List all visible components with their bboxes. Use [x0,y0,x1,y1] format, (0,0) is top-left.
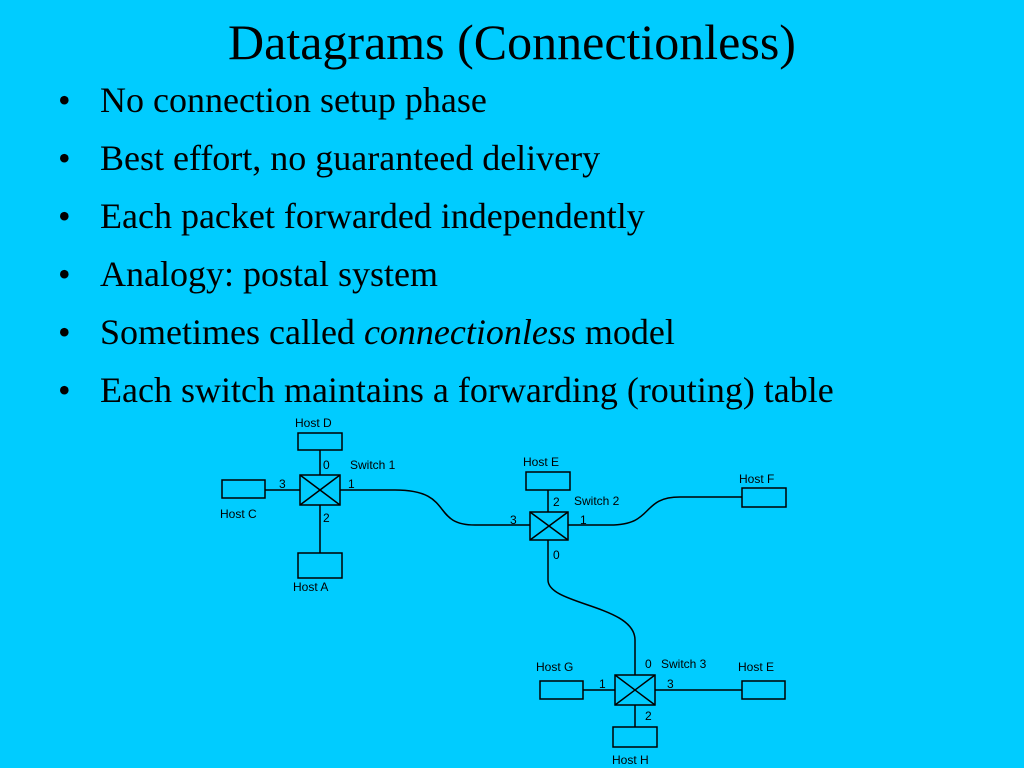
port-s1-right: 1 [348,477,355,491]
bullet-marker: • [58,254,71,294]
host-a-label: Host A [293,580,328,594]
port-s3-left: 1 [599,677,606,691]
slide-title: Datagrams (Connectionless) [228,14,796,70]
bullet-text: Best effort, no guaranteed delivery [100,138,601,178]
bullet-list: • No connection setup phase • Best effort,… [58,78,958,426]
bullet-marker: • [58,196,71,236]
switch-3-label: Switch 3 [661,657,707,671]
bullet-marker: • [58,80,71,120]
bullet-text: Analogy: postal system [100,254,438,294]
link-s2-host-f [568,496,742,526]
port-s3-bottom: 2 [645,709,652,723]
port-s3-top: 0 [645,657,652,671]
bullet-item: • Each packet forwarded independently [58,194,958,238]
host-e-right-box [741,680,786,700]
bullet-item: • Sometimes called connectionless model [58,310,958,354]
port-s3-right: 3 [667,677,674,691]
bullet-item: • Analogy: postal system [58,252,958,296]
bullet-item: • Best effort, no guaranteed delivery [58,136,958,180]
port-s2-right: 1 [580,513,587,527]
host-d-label: Host D [295,416,332,430]
port-s1-left: 3 [279,477,286,491]
bullet-text: Each packet forwarded independently [100,196,645,236]
host-a-box [297,552,343,579]
switch-1-icon [299,474,341,506]
bullet-text-post: model [575,312,675,352]
bullet-text-pre: Sometimes called [100,312,364,352]
port-s1-bottom: 2 [323,511,330,525]
bullet-item: • Each switch maintains a forwarding (rou… [58,368,958,412]
host-c-box [221,479,266,499]
bullet-text: No connection setup phase [100,80,487,120]
switch-2-label: Switch 2 [574,494,620,508]
bullet-item: • No connection setup phase [58,78,958,122]
host-f-label: Host F [739,472,774,486]
host-f-box [741,487,787,508]
port-s1-top: 0 [323,458,330,472]
bullet-text: Each switch maintains a forwarding (rout… [100,370,834,410]
host-c-label: Host C [220,507,257,521]
port-s2-top: 2 [553,495,560,509]
host-d-box [297,432,343,451]
host-h-label: Host H [612,753,649,767]
host-e-right-label: Host E [738,660,774,674]
host-g-box [539,680,584,700]
switch-1-label: Switch 1 [350,458,396,472]
bullet-text-emphasis: connectionless [363,312,576,352]
switch-2-icon [529,511,569,541]
port-s2-bottom: 0 [553,548,560,562]
bullet-marker: • [58,138,71,178]
link-s2-s3 [547,540,636,675]
host-e-top-label: Host E [523,455,559,469]
host-h-box [612,726,658,748]
bullet-marker: • [58,370,71,410]
link-s1-s2 [340,489,530,526]
bullet-marker: • [58,312,71,352]
host-g-label: Host G [536,660,573,674]
switch-3-icon [614,674,656,706]
host-e-top-box [525,471,571,491]
port-s2-left: 3 [510,513,517,527]
